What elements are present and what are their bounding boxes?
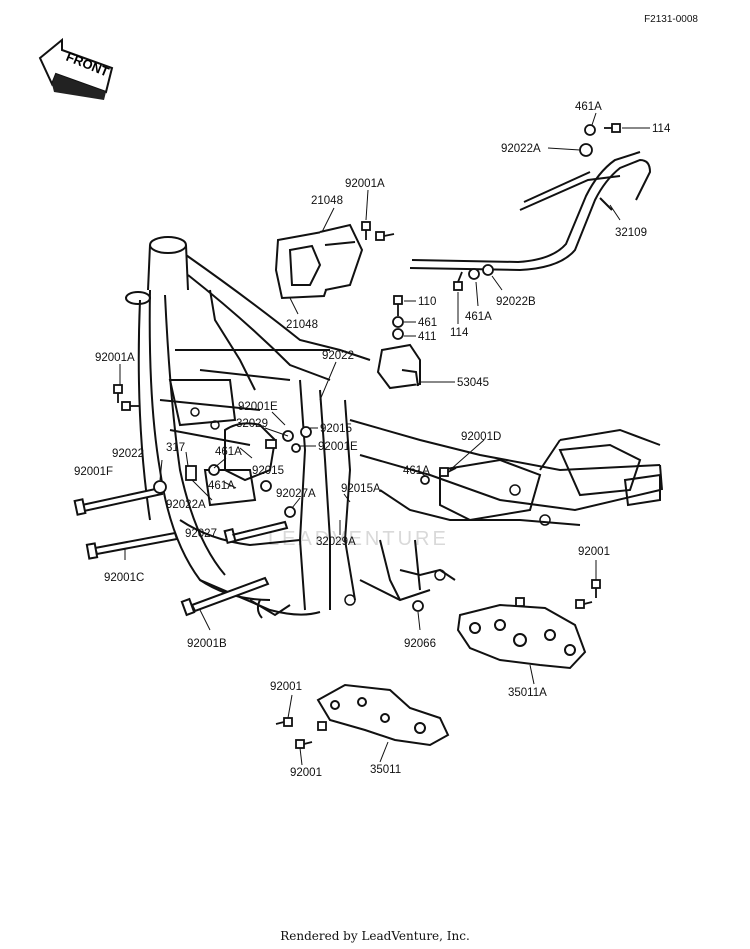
label-53045: 53045 xyxy=(457,377,489,389)
footrest-bracket-35011 xyxy=(316,683,450,747)
bracket-53045 xyxy=(376,343,421,390)
label-92022-mid: 92022 xyxy=(322,350,354,362)
label-92015a: 92015A xyxy=(341,483,381,495)
label-92015-a: 92015 xyxy=(320,423,352,435)
watermark: LEADVENTURE xyxy=(268,528,449,550)
label-35011a: 35011A xyxy=(508,687,547,699)
bracket-21048 xyxy=(274,223,364,300)
frame-main xyxy=(125,236,663,619)
label-92001b: 92001B xyxy=(187,638,227,650)
label-35011: 35011 xyxy=(370,764,401,776)
label-92027a: 92027A xyxy=(276,488,316,500)
label-461a-top: 461A xyxy=(575,101,602,113)
label-92066: 92066 xyxy=(404,638,436,650)
long-bolts xyxy=(73,486,289,617)
label-92001a-left: 92001A xyxy=(95,352,135,364)
label-92001c: 92001C xyxy=(104,572,144,584)
footer-credit: Rendered by LeadVenture, Inc. xyxy=(280,929,470,943)
label-32109: 32109 xyxy=(615,227,647,239)
label-92001f: 92001F xyxy=(74,466,113,478)
label-92001e-a: 92001E xyxy=(238,401,278,413)
label-92022a-low: 92022A xyxy=(166,499,206,511)
label-92022a-top: 92022A xyxy=(501,143,541,155)
label-92022b: 92022B xyxy=(496,296,536,308)
label-92027: 92027 xyxy=(185,528,217,540)
rail-32109 xyxy=(409,151,652,272)
label-92022-left: 92022 xyxy=(112,448,144,460)
leader-lines xyxy=(119,112,650,766)
label-317: 317 xyxy=(166,442,185,454)
label-461a-right: 461A xyxy=(403,465,430,477)
label-21048-bottom: 21048 xyxy=(286,319,318,331)
part-labels: 461A 114 92022A 92001A 21048 21048 32109… xyxy=(74,101,671,779)
label-110: 110 xyxy=(418,296,436,308)
label-92001-bottom-a: 92001 xyxy=(270,681,302,693)
label-411: 411 xyxy=(418,331,436,343)
label-32029a: 32029A xyxy=(316,536,356,548)
frame-holes xyxy=(190,407,551,606)
label-92015-b: 92015 xyxy=(252,465,284,477)
label-461: 461 xyxy=(418,317,437,329)
label-92001d: 92001D xyxy=(461,431,501,443)
small-bolts xyxy=(113,123,621,749)
label-92001e-b: 92001E xyxy=(318,441,358,453)
label-114-mid: 114 xyxy=(450,327,469,339)
footrest-bracket-35011a xyxy=(456,603,587,670)
front-arrow-icon: FRONT xyxy=(38,37,114,100)
label-461a-low: 461A xyxy=(208,480,235,492)
label-461a-mid: 461A xyxy=(465,311,492,323)
label-92001-bottom-b: 92001 xyxy=(290,767,322,779)
label-461a-left: 461A xyxy=(215,446,242,458)
label-92001-right: 92001 xyxy=(578,546,610,558)
label-32029: 32029 xyxy=(236,418,268,430)
label-92001a-top: 92001A xyxy=(345,178,385,190)
diagram-code: F2131-0008 xyxy=(644,14,698,25)
label-21048-top: 21048 xyxy=(311,195,343,207)
label-114-top: 114 xyxy=(652,123,671,135)
